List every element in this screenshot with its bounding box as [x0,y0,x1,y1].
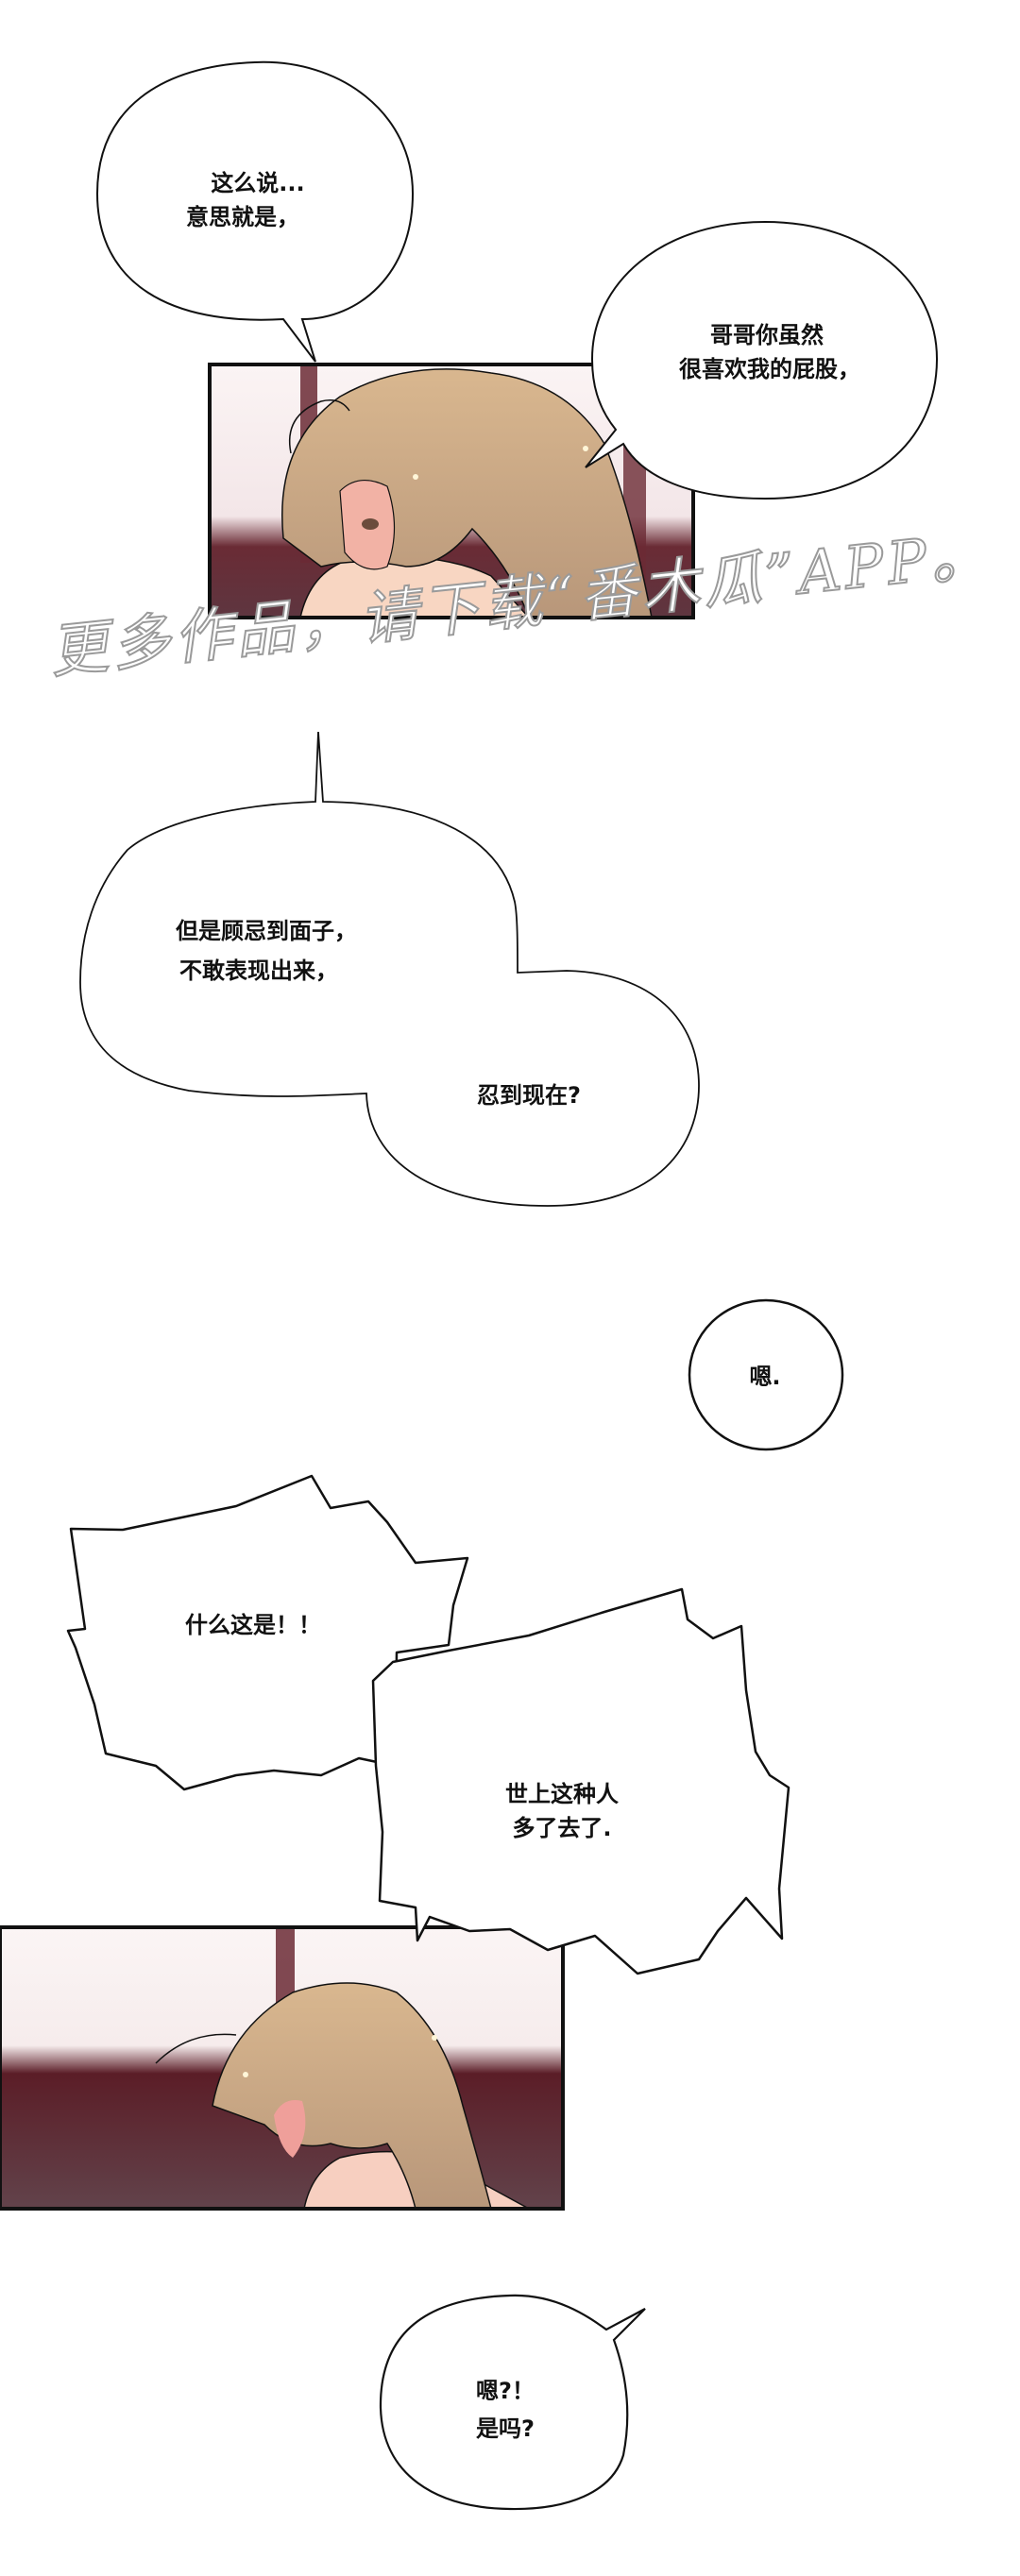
speech-bubble-5 [379,2294,646,2511]
shout-bubble-2 [371,1587,790,1975]
bubble-2-line-1: 哥哥你虽然 [710,322,824,348]
panel-2 [0,1925,565,2211]
bubble-3-line-2: 不敢表现出来， [179,958,338,984]
bubble-6-line-2: 是吗? [476,2415,535,2442]
bubble-6-line-1: 嗯?！ [476,2378,535,2404]
speech-bubble-3 [79,731,700,1207]
bubble-1-line-2: 意思就是， [186,204,299,230]
shout-1-text: 什么这是！！ [185,1612,321,1638]
speech-bubble-2 [585,220,939,500]
speech-bubble-1 [95,60,415,363]
bubble-4-text: 忍到现在? [477,1082,581,1109]
shout-2-line-1: 世上这种人 [505,1781,619,1807]
speech-bubble-4 [688,1298,844,1451]
bubble-3-line-1: 但是顾忌到面子， [176,918,357,944]
bubble-1-line-1: 这么说... [211,170,305,196]
bubble-5-text: 嗯. [749,1364,781,1390]
bubble-2-line-2: 很喜欢我的屁股， [679,356,860,382]
shout-2-line-2: 多了去了. [512,1815,612,1841]
